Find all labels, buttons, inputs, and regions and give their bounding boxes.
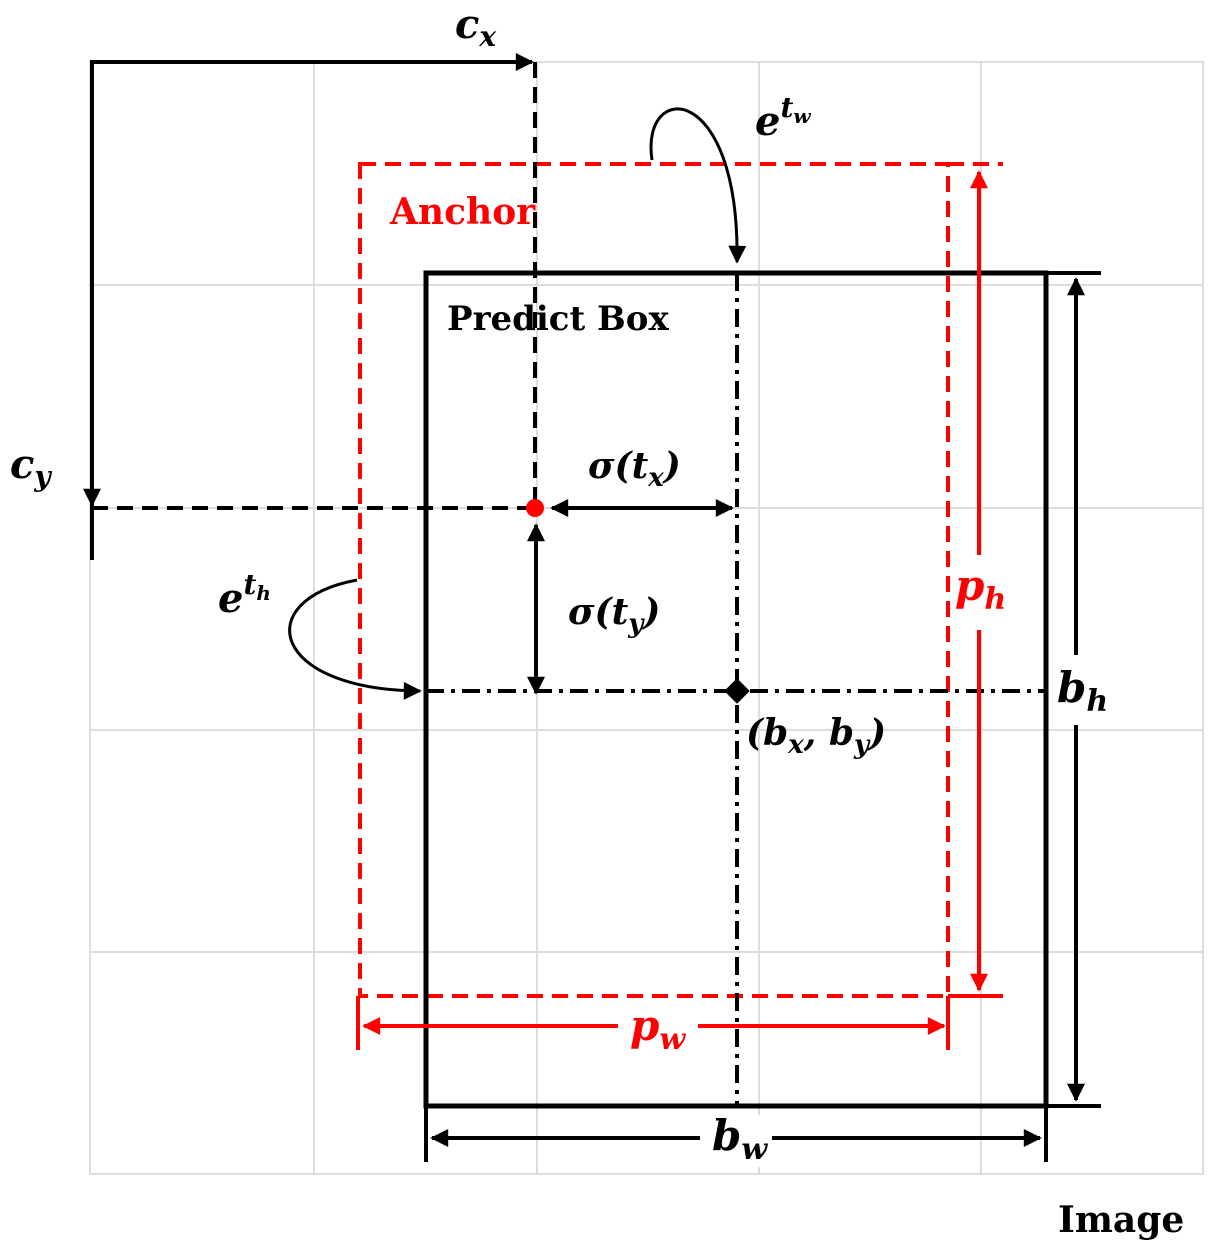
cy-label: cy — [10, 441, 52, 493]
eth-curved-arrow — [288, 578, 422, 700]
bh-label: bh — [1057, 663, 1108, 719]
etw-label: etw — [755, 91, 811, 145]
ph-label-bg — [950, 555, 1010, 630]
box-center-point — [724, 678, 750, 704]
anchor-label: Anchor — [389, 191, 536, 233]
image-label: Image — [1058, 1199, 1184, 1241]
pw-label-bg — [618, 1003, 698, 1055]
grid-border — [89, 61, 1204, 1175]
cx-label: cx — [455, 1, 496, 53]
bw-label-bg — [700, 1115, 772, 1167]
cell-corner-point — [526, 499, 544, 517]
ph-label: ph — [955, 561, 1006, 617]
sigma-tx-label: σ(tx) — [588, 445, 681, 493]
bh-label-bg — [1054, 655, 1109, 725]
bw-label: bw — [712, 1111, 768, 1167]
sigma-ty-label: σ(ty) — [568, 591, 660, 639]
etw-curved-arrow — [649, 107, 747, 264]
pw-label: pw — [630, 1001, 686, 1057]
anchor-box — [358, 162, 950, 998]
eth-label: eth — [218, 568, 271, 622]
bxby-label: (bx, by) — [746, 712, 886, 760]
predict-box-label: Predict Box — [447, 299, 669, 339]
